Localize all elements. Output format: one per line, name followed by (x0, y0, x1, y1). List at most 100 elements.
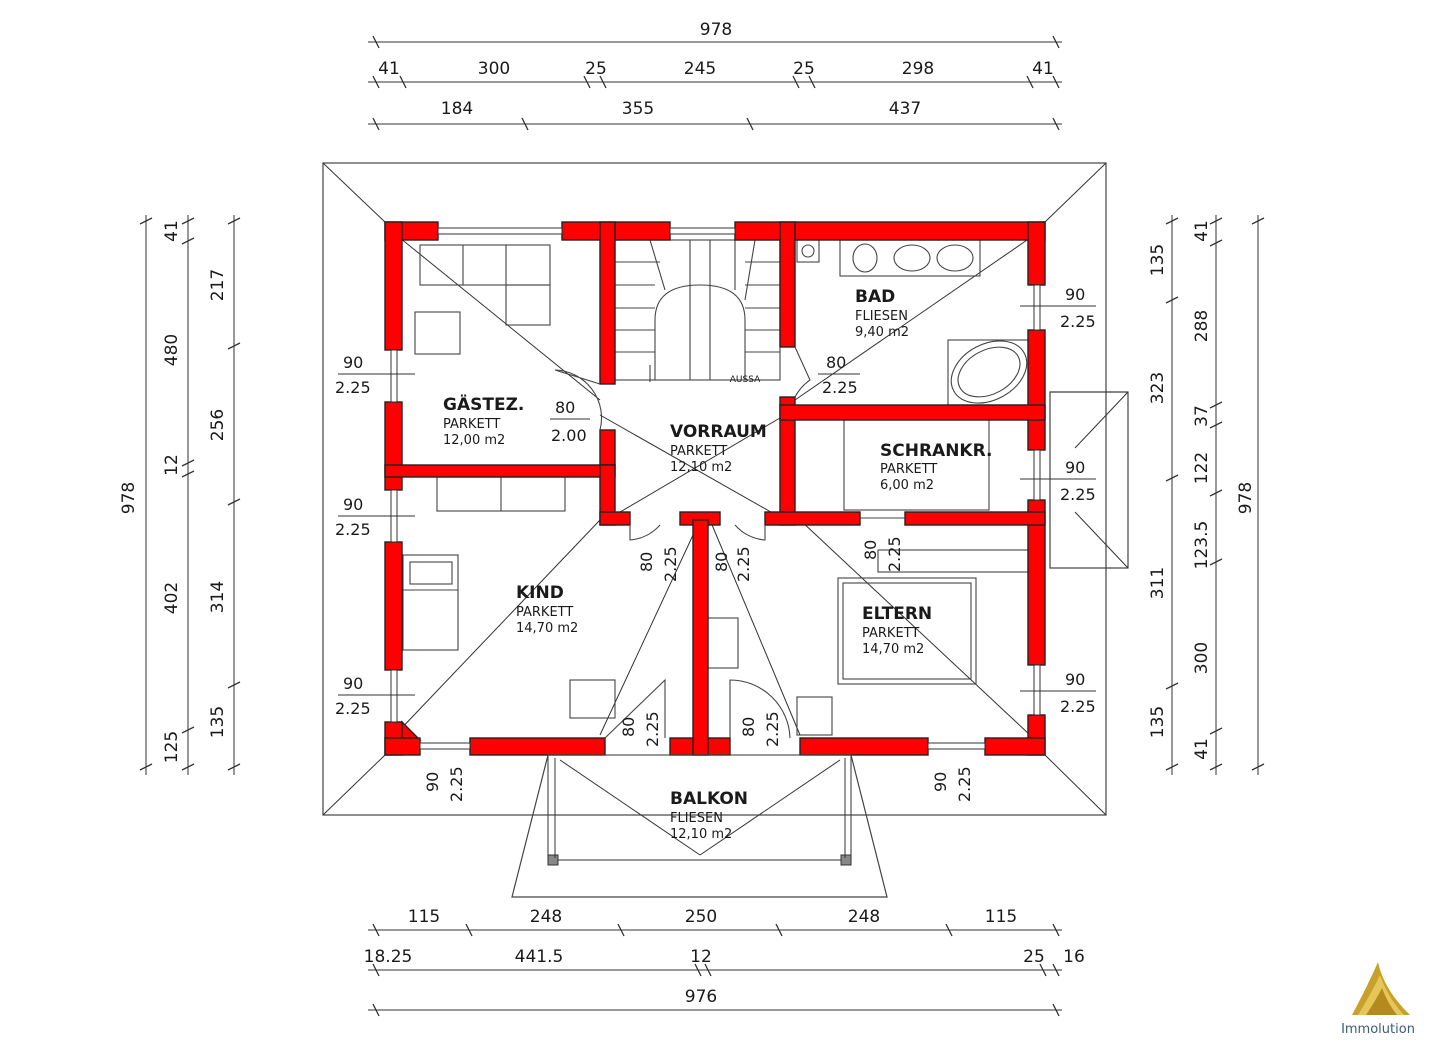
room-name: VORRAUM (670, 422, 767, 442)
walls (384, 221, 1046, 756)
opening-height: 2.25 (1060, 485, 1096, 504)
dim-value: 441.5 (515, 947, 564, 967)
dims-left: 978 41 480 12 402 125 217 256 314 135 (119, 220, 228, 763)
opening-width: 80 (712, 552, 731, 572)
dimension-lines (139, 35, 1265, 1017)
opening-width: 80 (619, 717, 638, 737)
dim-total: 976 (685, 987, 717, 1007)
dim-value: 115 (408, 907, 440, 927)
dim-value: 18.25 (364, 947, 413, 967)
room-floor: PARKETT (516, 605, 573, 620)
opening-height: 2.25 (763, 711, 782, 747)
opening-width: 90 (343, 495, 363, 514)
dim-total: 978 (1236, 482, 1256, 514)
dim-value: 115 (985, 907, 1017, 927)
dim-value: 184 (441, 99, 473, 119)
room-diagonals (394, 237, 1031, 856)
dim-value: 41 (1192, 220, 1212, 242)
roof-outline (322, 162, 1129, 898)
brand-name: Immolution (1341, 1022, 1415, 1037)
room-name: ELTERN (862, 604, 932, 624)
opening-height: 2.25 (335, 520, 371, 539)
room-floor: FLIESEN (855, 309, 908, 324)
brand-logo: Immolution (1341, 962, 1415, 1037)
opening-height: 2.25 (661, 546, 680, 582)
opening-width: 80 (555, 398, 575, 417)
doors (554, 346, 905, 739)
dim-value: 311 (1148, 567, 1168, 599)
room-floor: FLIESEN (670, 811, 723, 826)
dim-value: 437 (889, 99, 921, 119)
room-gaestez: GÄSTEZ. PARKETT 12,00 m2 (443, 393, 524, 448)
dims-top: 978 41 300 25 245 25 298 41 184 355 437 (378, 20, 1054, 119)
dim-value: 122 (1192, 452, 1212, 484)
dim-value: 323 (1148, 372, 1168, 404)
stair-label: AUSSA (730, 375, 761, 385)
opening-height: 2.25 (955, 766, 974, 802)
room-area: 9,40 m2 (855, 325, 909, 340)
room-name: BALKON (670, 789, 748, 809)
dim-value: 402 (162, 582, 182, 614)
dim-value: 256 (208, 409, 228, 441)
opening-width: 90 (1065, 670, 1085, 689)
opening-height: 2.25 (643, 711, 662, 747)
room-vorraum: VORRAUM PARKETT 12,10 m2 (670, 422, 767, 475)
opening-height: 2.25 (1060, 312, 1096, 331)
room-schrankr: SCHRANKR. PARKETT 6,00 m2 (880, 441, 992, 493)
dim-value: 41 (378, 59, 400, 79)
room-name: GÄSTEZ. (443, 393, 524, 415)
dims-right: 135 323 311 135 41 288 37 122 123.5 300 … (1148, 220, 1256, 760)
dim-value: 480 (162, 334, 182, 366)
dim-value: 298 (902, 59, 934, 79)
dim-value: 41 (162, 220, 182, 242)
opening-width: 90 (1065, 285, 1085, 304)
opening-width: 80 (739, 717, 758, 737)
opening-width: 90 (423, 772, 442, 792)
dim-value: 248 (530, 907, 562, 927)
room-balkon: BALKON FLIESEN 12,10 m2 (670, 789, 748, 842)
dim-total: 978 (700, 20, 732, 40)
dim-value: 314 (208, 581, 228, 613)
dim-value: 125 (162, 731, 182, 763)
opening-height: 2.00 (551, 426, 587, 445)
opening-height: 2.25 (885, 536, 904, 572)
opening-width: 80 (861, 540, 880, 560)
opening-height: 2.25 (447, 766, 466, 802)
room-area: 12,10 m2 (670, 827, 732, 842)
room-area: 6,00 m2 (880, 478, 934, 493)
dim-value: 245 (684, 59, 716, 79)
opening-width: 90 (931, 772, 950, 792)
dim-value: 25 (793, 59, 815, 79)
dim-value: 250 (685, 907, 717, 927)
room-area: 12,10 m2 (670, 460, 732, 475)
room-floor: PARKETT (670, 444, 727, 459)
dim-value: 288 (1192, 310, 1212, 342)
opening-height: 2.25 (734, 546, 753, 582)
opening-width: 80 (826, 353, 846, 372)
dim-value: 217 (208, 269, 228, 301)
dim-value: 300 (478, 59, 510, 79)
windows (390, 227, 1041, 750)
room-bad: BAD FLIESEN 9,40 m2 (855, 287, 909, 340)
dim-value: 12 (690, 947, 712, 967)
staircase: AUSSA (614, 239, 781, 385)
opening-height: 2.25 (335, 378, 371, 397)
dim-value: 123.5 (1192, 521, 1212, 570)
dim-value: 135 (1148, 706, 1168, 738)
dim-value: 355 (622, 99, 654, 119)
room-name: BAD (855, 287, 895, 307)
room-area: 12,00 m2 (443, 433, 505, 448)
dim-value: 16 (1063, 947, 1085, 967)
room-name: KIND (516, 583, 564, 603)
dim-value: 41 (1192, 738, 1212, 760)
dim-value: 25 (585, 59, 607, 79)
room-floor: PARKETT (862, 626, 919, 641)
dim-value: 12 (162, 454, 182, 476)
room-kind: KIND PARKETT 14,70 m2 (516, 583, 578, 636)
dim-value: 135 (1148, 244, 1168, 276)
dim-value: 300 (1192, 642, 1212, 674)
opening-width: 90 (343, 353, 363, 372)
dim-value: 25 (1023, 947, 1045, 967)
room-floor: PARKETT (880, 462, 937, 477)
